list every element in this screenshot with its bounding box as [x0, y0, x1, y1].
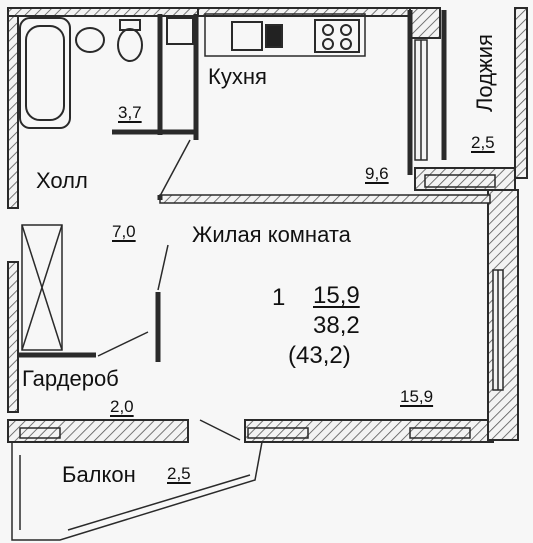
thin-lines	[11, 13, 504, 541]
kitchen-area: 9,6	[365, 164, 389, 183]
toilet-icon	[117, 28, 143, 62]
loggia-area: 2,5	[471, 133, 495, 152]
bathroom-area: 3,7	[118, 103, 142, 122]
loggia-label: Лоджия	[472, 34, 497, 112]
living-room-area: 15,9	[400, 387, 434, 406]
kitchen-sink-icon	[231, 21, 263, 51]
balcony-area: 2,5	[167, 464, 191, 483]
kitchen-label: Кухня	[208, 64, 267, 89]
wardrobe-area: 2,0	[110, 397, 134, 416]
partitions	[18, 10, 447, 362]
rooms-count: 1	[272, 284, 286, 311]
sink-icon	[75, 27, 105, 53]
stove-icon	[314, 19, 360, 53]
washer-icon	[166, 17, 194, 45]
living-room-label: Жилая комната	[192, 222, 351, 247]
bathtub-icon	[19, 17, 71, 129]
wall-hatch-segments	[19, 174, 496, 439]
total-area: 38,2	[313, 312, 360, 339]
total-area-with-outdoor: (43,2)	[288, 342, 351, 369]
hall-area: 7,0	[112, 222, 136, 241]
living-area-total: 15,9	[313, 282, 360, 309]
hall-label: Холл	[36, 168, 88, 193]
wardrobe-label: Гардероб	[22, 366, 119, 391]
balcony-label: Балкон	[62, 462, 136, 487]
fixtures	[19, 17, 360, 129]
